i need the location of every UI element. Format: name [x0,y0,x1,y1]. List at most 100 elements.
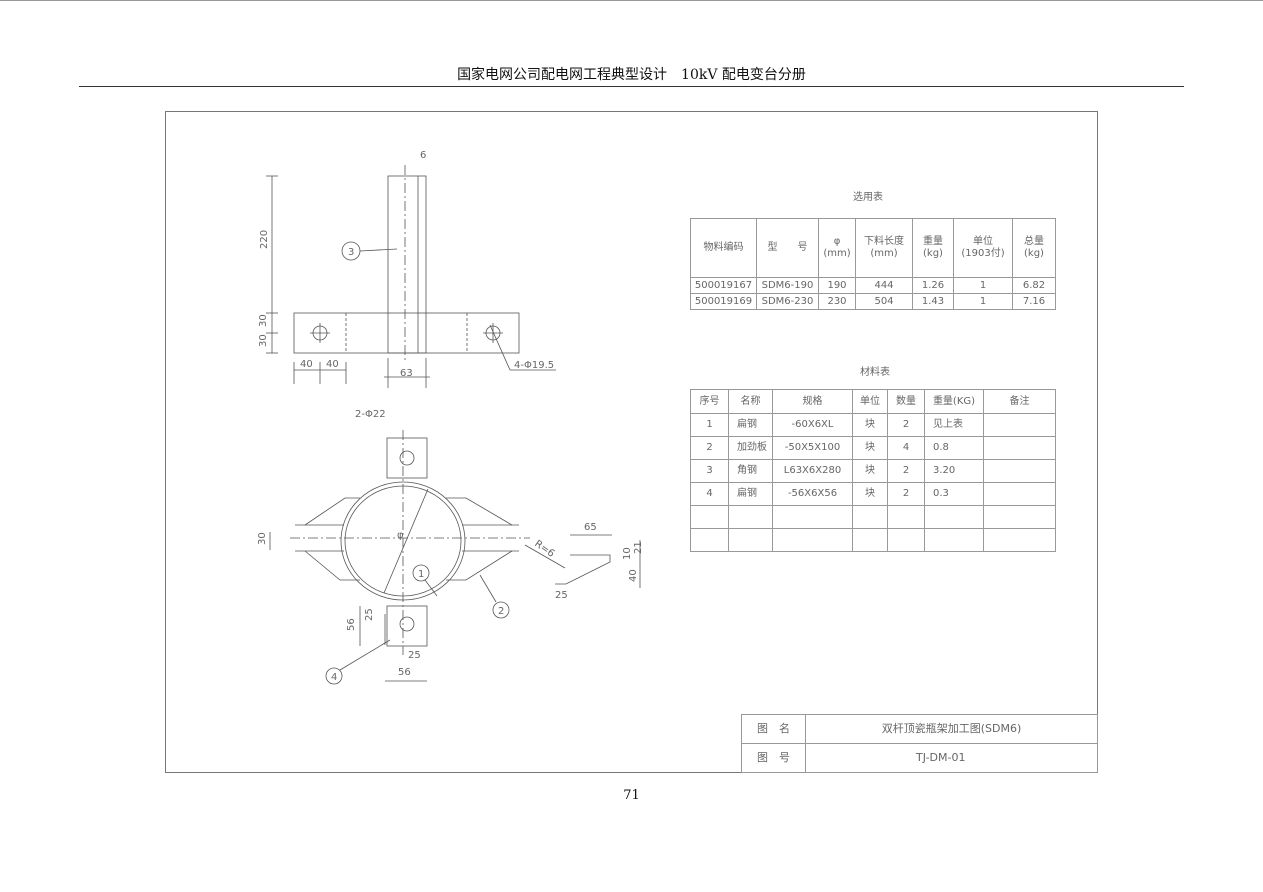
cell: 见上表 [924,413,984,437]
cell [983,436,1056,460]
cell [983,482,1056,506]
col-header: φ (mm) [818,218,856,278]
cell: 500019169 [690,293,757,310]
cell: 1 [953,293,1013,310]
cell [852,528,888,552]
col-header: 重量 (kg) [912,218,954,278]
phi-label: φ [397,530,404,541]
col-header: 备注 [983,389,1056,414]
col-header: 单位 [852,389,888,414]
cell [983,413,1056,437]
drawing-number: TJ-DM-01 [805,743,1098,773]
cell: 1.43 [912,293,954,310]
dim-30c: 30 [257,532,268,545]
cell [852,505,888,529]
plan-view [269,430,641,685]
cell: 1.26 [912,277,954,294]
dim-25c: 25 [408,650,421,661]
cell [772,505,853,529]
hole-label-1: 4-Φ19.5 [514,360,554,371]
cell: SDM6-190 [756,277,819,294]
cell [887,505,925,529]
cell: 500019167 [690,277,757,294]
dim-220: 220 [259,230,270,249]
dim-6: 6 [420,150,426,161]
dim-40a: 40 [300,359,313,370]
selection-table: 物料编码 型 号 φ (mm) 下料长度 (mm) 重量 (kg) 单位 (19… [690,218,1056,310]
cell: 1 [953,277,1013,294]
cell [887,528,925,552]
dim-63: 63 [400,368,413,379]
cell: 504 [855,293,913,310]
cell: 4 [690,482,729,506]
cell: -56X6X56 [772,482,853,506]
cell: 3.20 [924,459,984,483]
cell: 444 [855,277,913,294]
cell [983,459,1056,483]
col-header: 物料编码 [690,218,757,278]
drawing-frame [165,111,1098,773]
dim-30a: 30 [258,314,269,327]
cell [728,505,773,529]
cell: 角钢 [728,459,773,483]
drawing-name-label: 图 名 [741,714,806,744]
cell: 块 [852,482,888,506]
cell: 3 [690,459,729,483]
table-row [690,528,1056,552]
cell: 块 [852,436,888,460]
dim-30b: 30 [258,334,269,347]
dim-56a: 56 [346,618,357,631]
material-table-title: 材料表 [860,367,890,378]
cell: 块 [852,413,888,437]
col-header: 名称 [728,389,773,414]
cell [690,505,729,529]
cell [983,528,1056,552]
cell: 加劲板 [728,436,773,460]
header-rule [79,86,1184,87]
selection-table-title: 选用表 [853,192,883,203]
cell [690,528,729,552]
cell [924,505,984,529]
part-2-label: 2 [498,606,504,617]
cell: 2 [887,413,925,437]
hole-label-2: 2-Φ22 [355,409,386,420]
dim-40b: 40 [326,359,339,370]
cell: 6.82 [1012,277,1056,294]
page-header: 国家电网公司配电网工程典型设计 10kV 配电变台分册 [457,67,806,83]
cell: 2 [887,459,925,483]
cell: 0.8 [924,436,984,460]
top-border [0,0,1263,1]
cell [983,505,1056,529]
drawing-number-label: 图 号 [741,743,806,773]
col-header: 重量(KG) [924,389,984,414]
cell: 0.3 [924,482,984,506]
dim-65: 65 [584,522,597,533]
dim-21: 21 [633,541,644,554]
cell: 2 [690,436,729,460]
cell: -60X6XL [772,413,853,437]
cell [924,528,984,552]
col-header: 数量 [887,389,925,414]
dim-40c: 40 [628,569,639,582]
col-header: 总量 (kg) [1012,218,1056,278]
page-number: 71 [623,788,640,803]
cell: 1 [690,413,729,437]
cell: 4 [887,436,925,460]
col-header: 序号 [690,389,729,414]
cell [728,528,773,552]
cell: 块 [852,459,888,483]
cell [772,528,853,552]
cell: 190 [818,277,856,294]
dim-25b: 25 [364,608,375,621]
radius-label: R=6 [532,538,556,559]
